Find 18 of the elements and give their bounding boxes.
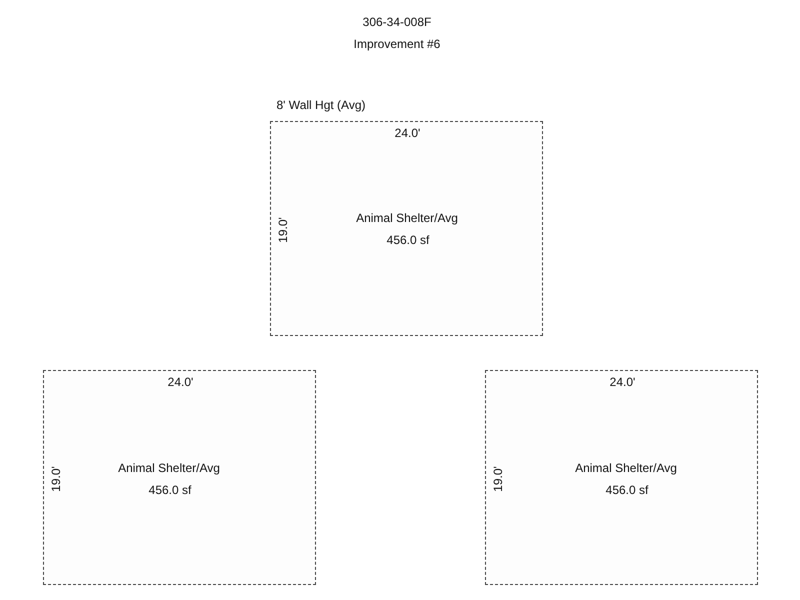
wall-height-note: 8' Wall Hgt (Avg): [276, 98, 366, 112]
room-label: Animal Shelter/Avg: [575, 461, 677, 475]
room-outline: [485, 370, 758, 585]
height-dimension: 19.0': [491, 466, 505, 492]
area-label: 456.0 sf: [386, 233, 430, 247]
height-dimension: 19.0': [49, 466, 63, 492]
room-outline: [270, 121, 543, 336]
height-dimension: 19.0': [276, 217, 290, 243]
width-dimension: 24.0': [168, 375, 194, 389]
area-label: 456.0 sf: [606, 483, 648, 497]
room-outline: [43, 370, 316, 585]
drawing-title: 306-34-008F: [362, 15, 432, 29]
room-label: Animal Shelter/Avg: [356, 211, 458, 225]
room-label: Animal Shelter/Avg: [118, 461, 220, 475]
width-dimension: 24.0': [394, 126, 420, 140]
improvement-label: Improvement #6: [354, 37, 440, 51]
width-dimension: 24.0': [610, 375, 636, 389]
area-label: 456.0 sf: [148, 483, 192, 497]
